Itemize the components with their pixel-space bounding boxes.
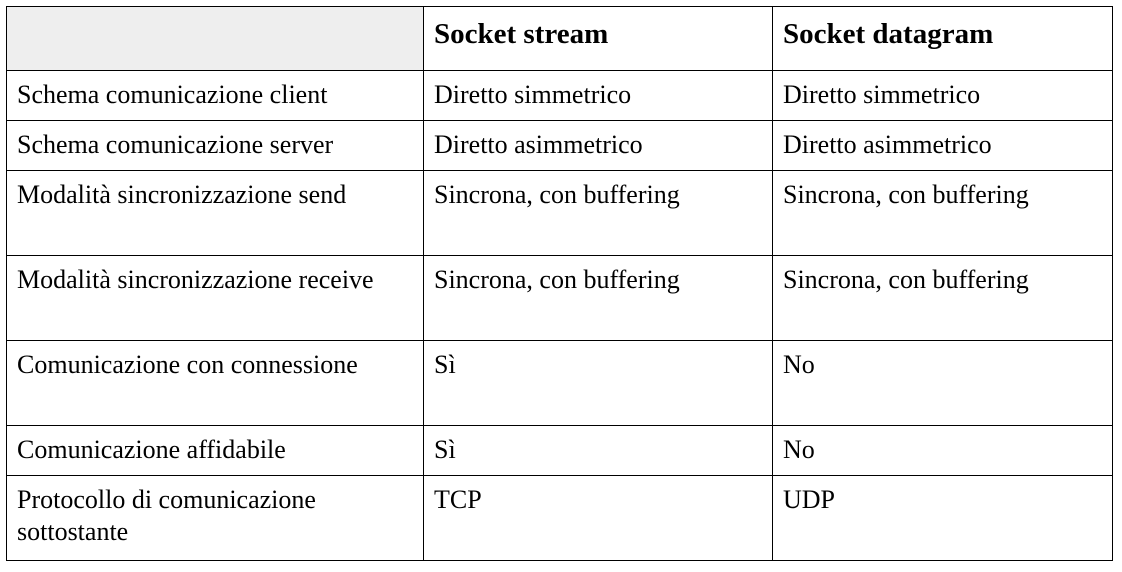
stream-cell: Diretto simmetrico xyxy=(423,70,773,121)
table-row: Protocollo di comunicazione sottostante … xyxy=(6,475,1113,561)
table-row: Modalità sincronizzazione send Sincrona,… xyxy=(6,170,1113,256)
header-socket-datagram: Socket datagram xyxy=(772,6,1113,71)
datagram-cell: Sincrona, con buffering xyxy=(772,170,1113,256)
table-row: Modalità sincronizzazione receive Sincro… xyxy=(6,255,1113,341)
stream-cell: Sincrona, con buffering xyxy=(423,170,773,256)
table-row: Comunicazione affidabile Sì No xyxy=(6,425,1113,476)
row-label: Modalità sincronizzazione send xyxy=(6,170,424,256)
table-row: Schema comunicazione server Diretto asim… xyxy=(6,120,1113,171)
row-label: Comunicazione con connessione xyxy=(6,340,424,426)
row-label: Protocollo di comunicazione sottostante xyxy=(6,475,424,561)
table-row: Comunicazione con connessione Sì No xyxy=(6,340,1113,426)
header-socket-stream: Socket stream xyxy=(423,6,773,71)
header-corner-cell xyxy=(6,6,424,71)
table-header-row: Socket stream Socket datagram xyxy=(6,6,1113,71)
datagram-cell: Diretto asimmetrico xyxy=(772,120,1113,171)
stream-cell: Sincrona, con buffering xyxy=(423,255,773,341)
stream-cell: Sì xyxy=(423,425,773,476)
stream-cell: Diretto asimmetrico xyxy=(423,120,773,171)
row-label: Modalità sincronizzazione receive xyxy=(6,255,424,341)
datagram-cell: No xyxy=(772,340,1113,426)
row-label: Schema comunicazione client xyxy=(6,70,424,121)
row-label: Comunicazione affidabile xyxy=(6,425,424,476)
datagram-cell: UDP xyxy=(772,475,1113,561)
row-label: Schema comunicazione server xyxy=(6,120,424,171)
socket-comparison-table: Socket stream Socket datagram Schema com… xyxy=(6,6,1113,561)
datagram-cell: Diretto simmetrico xyxy=(772,70,1113,121)
datagram-cell: Sincrona, con buffering xyxy=(772,255,1113,341)
comparison-table-container: Socket stream Socket datagram Schema com… xyxy=(6,6,1113,561)
stream-cell: TCP xyxy=(423,475,773,561)
stream-cell: Sì xyxy=(423,340,773,426)
datagram-cell: No xyxy=(772,425,1113,476)
table-row: Schema comunicazione client Diretto simm… xyxy=(6,70,1113,121)
